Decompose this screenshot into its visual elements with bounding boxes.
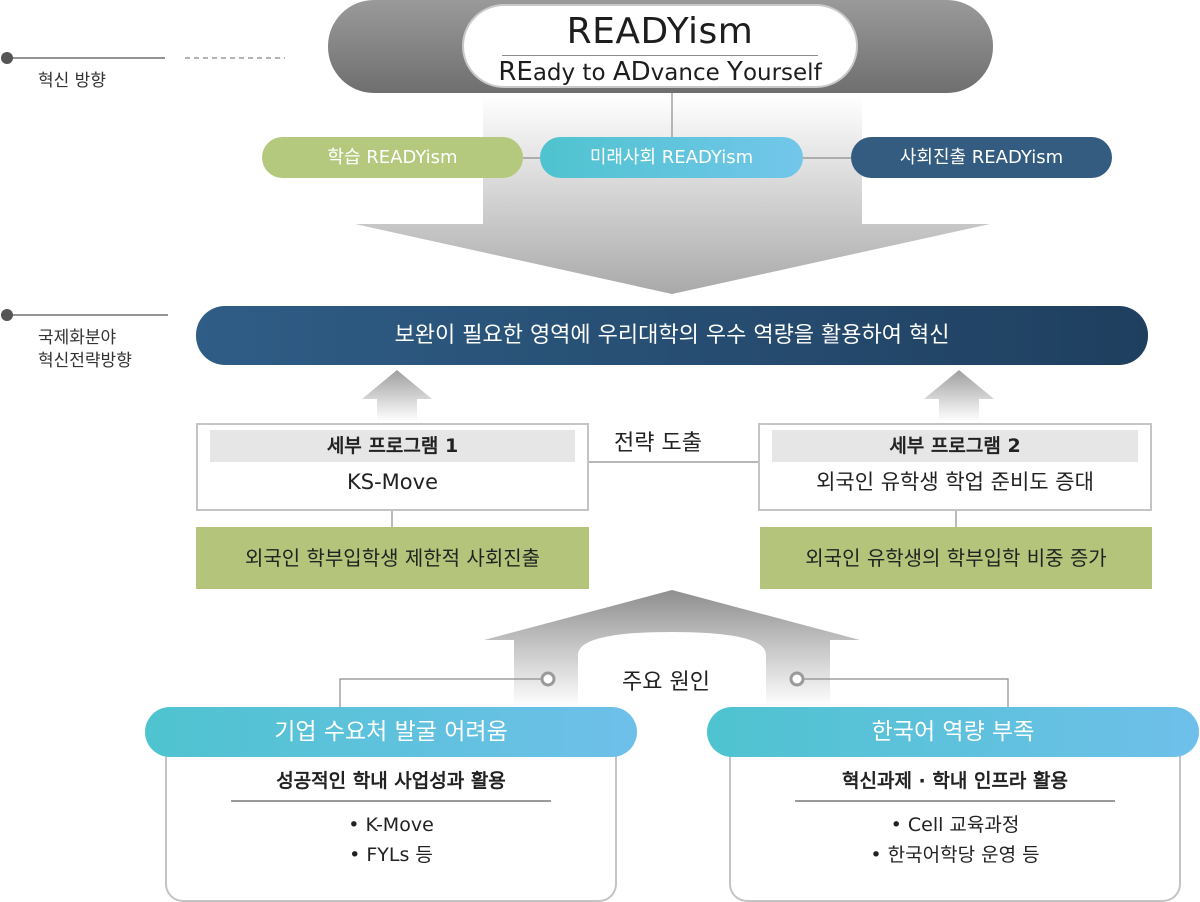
cause-2-divider: [795, 800, 1115, 802]
cause-1-divider: [231, 800, 551, 802]
up-arrow-left: [362, 370, 432, 421]
program-2-body: 외국인 유학생 학업 준비도 증대: [816, 470, 1094, 494]
cause-1-item: • FYLs 등: [349, 844, 433, 866]
cause-title-2: 한국어 역량 부족: [707, 707, 1199, 757]
brand-subtitle: REady to ADvance Yourself: [498, 57, 822, 87]
pillar-career: 사회진출 READYism: [851, 137, 1112, 178]
cause-2-item: • Cell 교육과정: [890, 814, 1020, 836]
cause-2-item: • 한국어학당 운영 등: [870, 844, 1040, 866]
issue-box-1: 외국인 학부입학생 제한적 사회진출: [196, 527, 589, 589]
brand-panel: READYism REady to ADvance Yourself: [462, 4, 858, 88]
cause-title-1: 기업 수요처 발굴 어려움: [145, 707, 637, 757]
strategy-label: 전략 도출: [614, 431, 702, 456]
pillar-future-society: 미래사회 READYism: [540, 137, 803, 178]
cause-detail-box-2: 혁신과제 · 학내 인프라 활용 • Cell 교육과정 • 한국어학당 운영 …: [729, 732, 1181, 902]
cause-1-head: 성공적인 학내 사업성과 활용: [276, 770, 506, 792]
cause-label: 주요 원인: [622, 670, 710, 695]
main-goal-bar: 보완이 필요한 영역에 우리대학의 우수 역량을 활용하여 혁신: [196, 306, 1148, 365]
pillar-learning: 학습 READYism: [262, 137, 523, 178]
cause-node-left: [540, 671, 556, 687]
cause-1-item: • K-Move: [348, 814, 434, 836]
issue-box-2: 외국인 유학생의 학부입학 비중 증가: [760, 527, 1152, 589]
up-arrow-right: [924, 370, 994, 421]
program-1-head: 세부 프로그램 1: [210, 430, 575, 462]
side-label-strategy-line1: 국제화분야: [38, 328, 117, 348]
arch-arrow-up: [484, 590, 860, 707]
side-label-direction: 혁신 방향: [38, 71, 106, 91]
brand-divider: [502, 55, 818, 56]
cause-node-right: [789, 671, 805, 687]
program-1-body: KS-Move: [347, 470, 438, 494]
side-label-strategy-line2: 혁신전략방향: [38, 351, 132, 371]
side-label-strategy: 국제화분야 혁신전략방향: [38, 327, 132, 373]
program-box-1: 세부 프로그램 1 KS-Move: [196, 423, 589, 511]
cause-detail-box-1: 성공적인 학내 사업성과 활용 • K-Move • FYLs 등: [165, 732, 617, 902]
cause-2-head: 혁신과제 · 학내 인프라 활용: [842, 770, 1068, 792]
brand-title: READYism: [566, 11, 754, 52]
program-2-head: 세부 프로그램 2: [772, 430, 1138, 462]
program-box-2: 세부 프로그램 2 외국인 유학생 학업 준비도 증대: [758, 423, 1152, 511]
